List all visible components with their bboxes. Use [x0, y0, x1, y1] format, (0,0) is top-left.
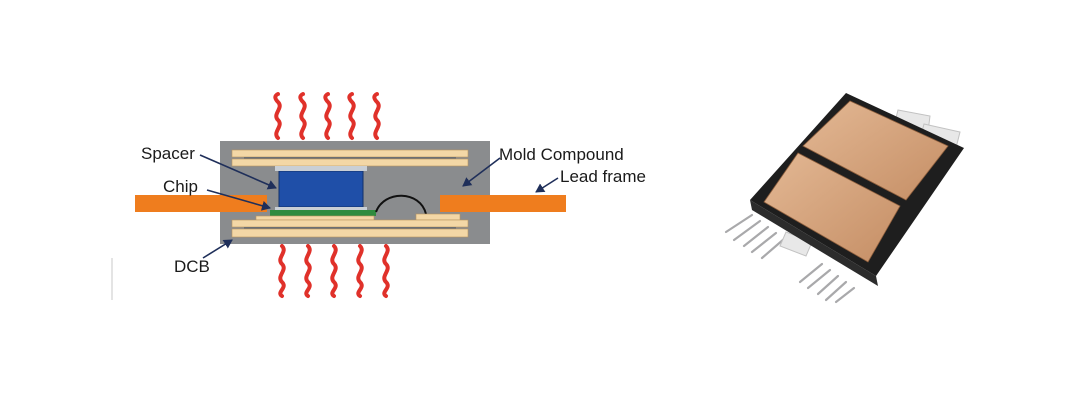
package-side — [750, 200, 878, 286]
heat-wave-icon — [372, 92, 381, 140]
label-lead-frame: Lead frame — [560, 167, 646, 186]
spacer-block — [278, 170, 364, 208]
heat-waves-top — [273, 92, 381, 140]
pointer-arrow-icon — [206, 189, 271, 211]
package-top-plate-upper — [802, 100, 949, 201]
spacer-solder-bottom — [275, 207, 367, 210]
heat-wave-icon — [278, 244, 286, 298]
bond-wire — [375, 194, 427, 215]
pointer-arrow-icon — [462, 157, 501, 187]
dcb-bottom — [231, 213, 469, 238]
heat-wave-icon — [304, 244, 312, 298]
chip-die — [270, 210, 376, 216]
module-package-illustration — [724, 93, 964, 304]
heat-wave-icon — [356, 244, 364, 298]
spacer-solder-top — [275, 166, 367, 171]
label-mold-compound: Mold Compound — [499, 145, 624, 164]
package-pins-left — [724, 213, 786, 260]
label-chip: Chip — [163, 177, 198, 196]
package-pins-right — [798, 262, 856, 304]
heat-wave-icon — [330, 244, 338, 298]
heat-wave-icon — [273, 92, 282, 140]
dcb-top — [231, 149, 469, 167]
pointer-arrow-icon — [535, 177, 559, 193]
lead-frame-right — [440, 195, 566, 212]
heat-wave-icon — [298, 92, 307, 140]
lead-frame-left — [135, 195, 267, 212]
heat-wave-icon — [323, 92, 332, 140]
package-top-plate-lower — [763, 152, 901, 263]
pointer-arrow-icon — [202, 239, 233, 259]
label-spacer: Spacer — [141, 144, 195, 163]
heat-wave-icon — [382, 244, 390, 298]
cross-section-diagram: Spacer Chip DCB Mold Compound Lead frame — [135, 92, 646, 298]
label-dcb: DCB — [174, 257, 210, 276]
heat-waves-bottom — [278, 244, 390, 298]
pointer-arrow-icon — [199, 154, 277, 190]
heat-wave-icon — [347, 92, 356, 140]
